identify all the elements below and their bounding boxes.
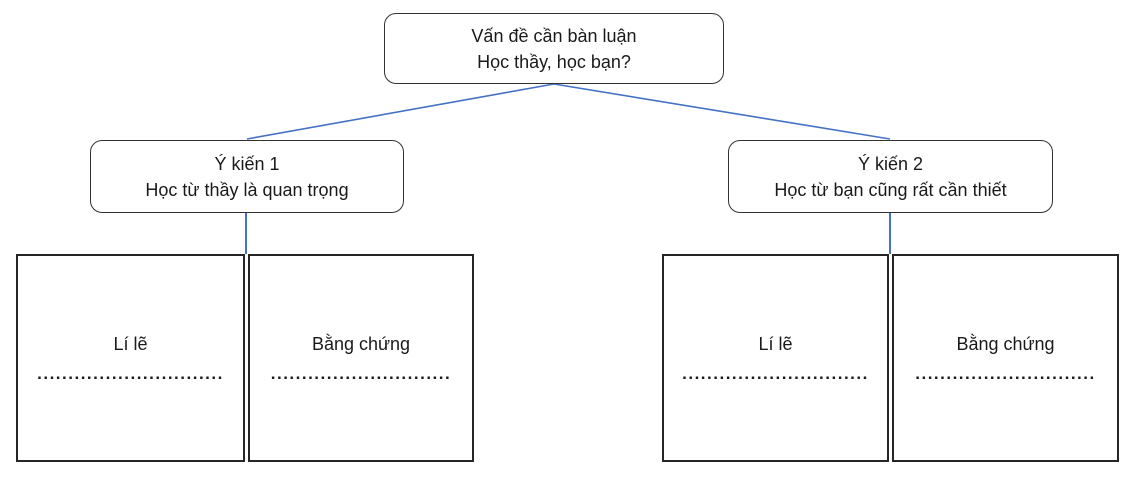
opinion2-reason-box: Lí lẽ .............................. (662, 254, 889, 462)
opinion2-evidence-fill-dots: ............................. (915, 365, 1096, 383)
opinion1-reason-box: Lí lẽ .............................. (16, 254, 245, 462)
opinion2-box: Ý kiến 2 Học từ bạn cũng rất cần thiết (728, 140, 1053, 213)
root-topic-question: Học thầy, học bạn? (477, 51, 631, 72)
root-topic-title: Vấn đề cần bàn luận (471, 25, 637, 46)
opinion1-box: Ý kiến 1 Học từ thầy là quan trọng (90, 140, 404, 213)
connector-root-to-opinion1 (246, 83, 555, 140)
opinion1-statement: Học từ thầy là quan trọng (145, 179, 349, 200)
opinion1-reason-label: Lí lẽ (113, 334, 148, 354)
opinion2-title: Ý kiến 2 (857, 153, 924, 174)
opinion1-evidence-box: Bằng chứng ............................. (248, 254, 474, 462)
root-topic-box: Vấn đề cần bàn luận Học thầy, học bạn? (384, 13, 724, 84)
opinion2-statement: Học từ bạn cũng rất cần thiết (774, 179, 1007, 200)
opinion1-evidence-fill-dots: ............................. (270, 365, 452, 383)
opinion2-evidence-label: Bằng chứng (956, 334, 1055, 354)
connector-root-to-opinion2 (553, 83, 891, 140)
opinion1-evidence-label: Bằng chứng (311, 334, 411, 354)
opinion2-reason-fill-dots: .............................. (682, 365, 869, 383)
opinion2-evidence-box: Bằng chứng ............................. (892, 254, 1119, 462)
opinion1-reason-fill-dots: .............................. (37, 365, 224, 383)
opinion2-reason-label: Lí lẽ (758, 334, 793, 354)
opinion1-title: Ý kiến 1 (214, 153, 280, 174)
